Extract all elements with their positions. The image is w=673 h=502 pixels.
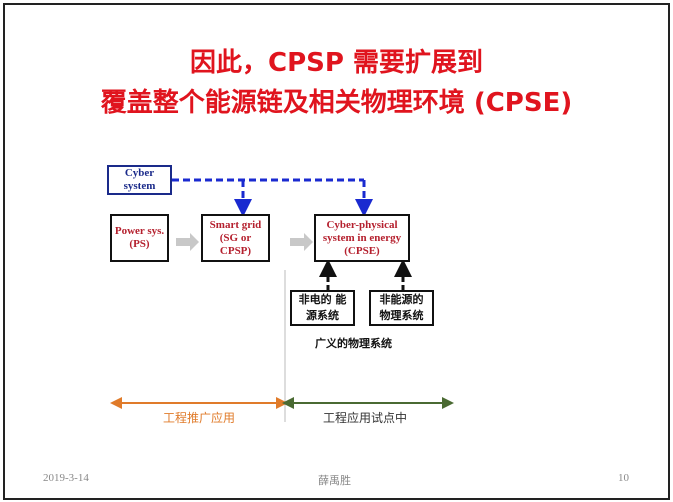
title-line-1: 因此，CPSP 需要扩展到 xyxy=(190,48,483,78)
cyber-dashed-links xyxy=(172,178,373,217)
timeline-left-label: 工程推广应用 xyxy=(163,411,236,425)
title-line-2: 覆盖整个能源链及相关物理环境 (CPSE) xyxy=(100,88,573,118)
power-system-label: Power sys. (PS) xyxy=(114,225,165,250)
smart-grid-box: Smart grid (SG or CPSP) xyxy=(201,214,270,262)
slide-frame xyxy=(3,3,670,500)
timeline-right-label: 工程应用试点中 xyxy=(323,411,408,425)
cyber-system-label: Cyber system xyxy=(123,167,156,192)
footer-author: 薛禹胜 xyxy=(318,474,351,487)
broad-physical-label: 广义的物理系统 xyxy=(315,337,392,350)
cpse-box: Cyber-physical system in energy (CPSE) xyxy=(314,214,410,262)
non-energy-label: 非能源的 物理系统 xyxy=(379,293,424,322)
physical-dashed-links xyxy=(319,259,412,290)
gray-flow-arrows xyxy=(176,233,313,251)
non-electric-energy-box: 非电的 能源系统 xyxy=(290,290,355,326)
cyber-system-box: Cyber system xyxy=(107,165,172,195)
footer-page-number: 10 xyxy=(618,472,629,484)
footer-date: 2019-3-14 xyxy=(43,472,89,484)
power-system-box: Power sys. (PS) xyxy=(110,214,169,262)
smart-grid-label: Smart grid (SG or CPSP) xyxy=(209,218,262,257)
non-energy-physical-box: 非能源的 物理系统 xyxy=(369,290,434,326)
non-electric-label: 非电的 能源系统 xyxy=(298,293,347,322)
cpse-label: Cyber-physical system in energy (CPSE) xyxy=(322,218,402,257)
